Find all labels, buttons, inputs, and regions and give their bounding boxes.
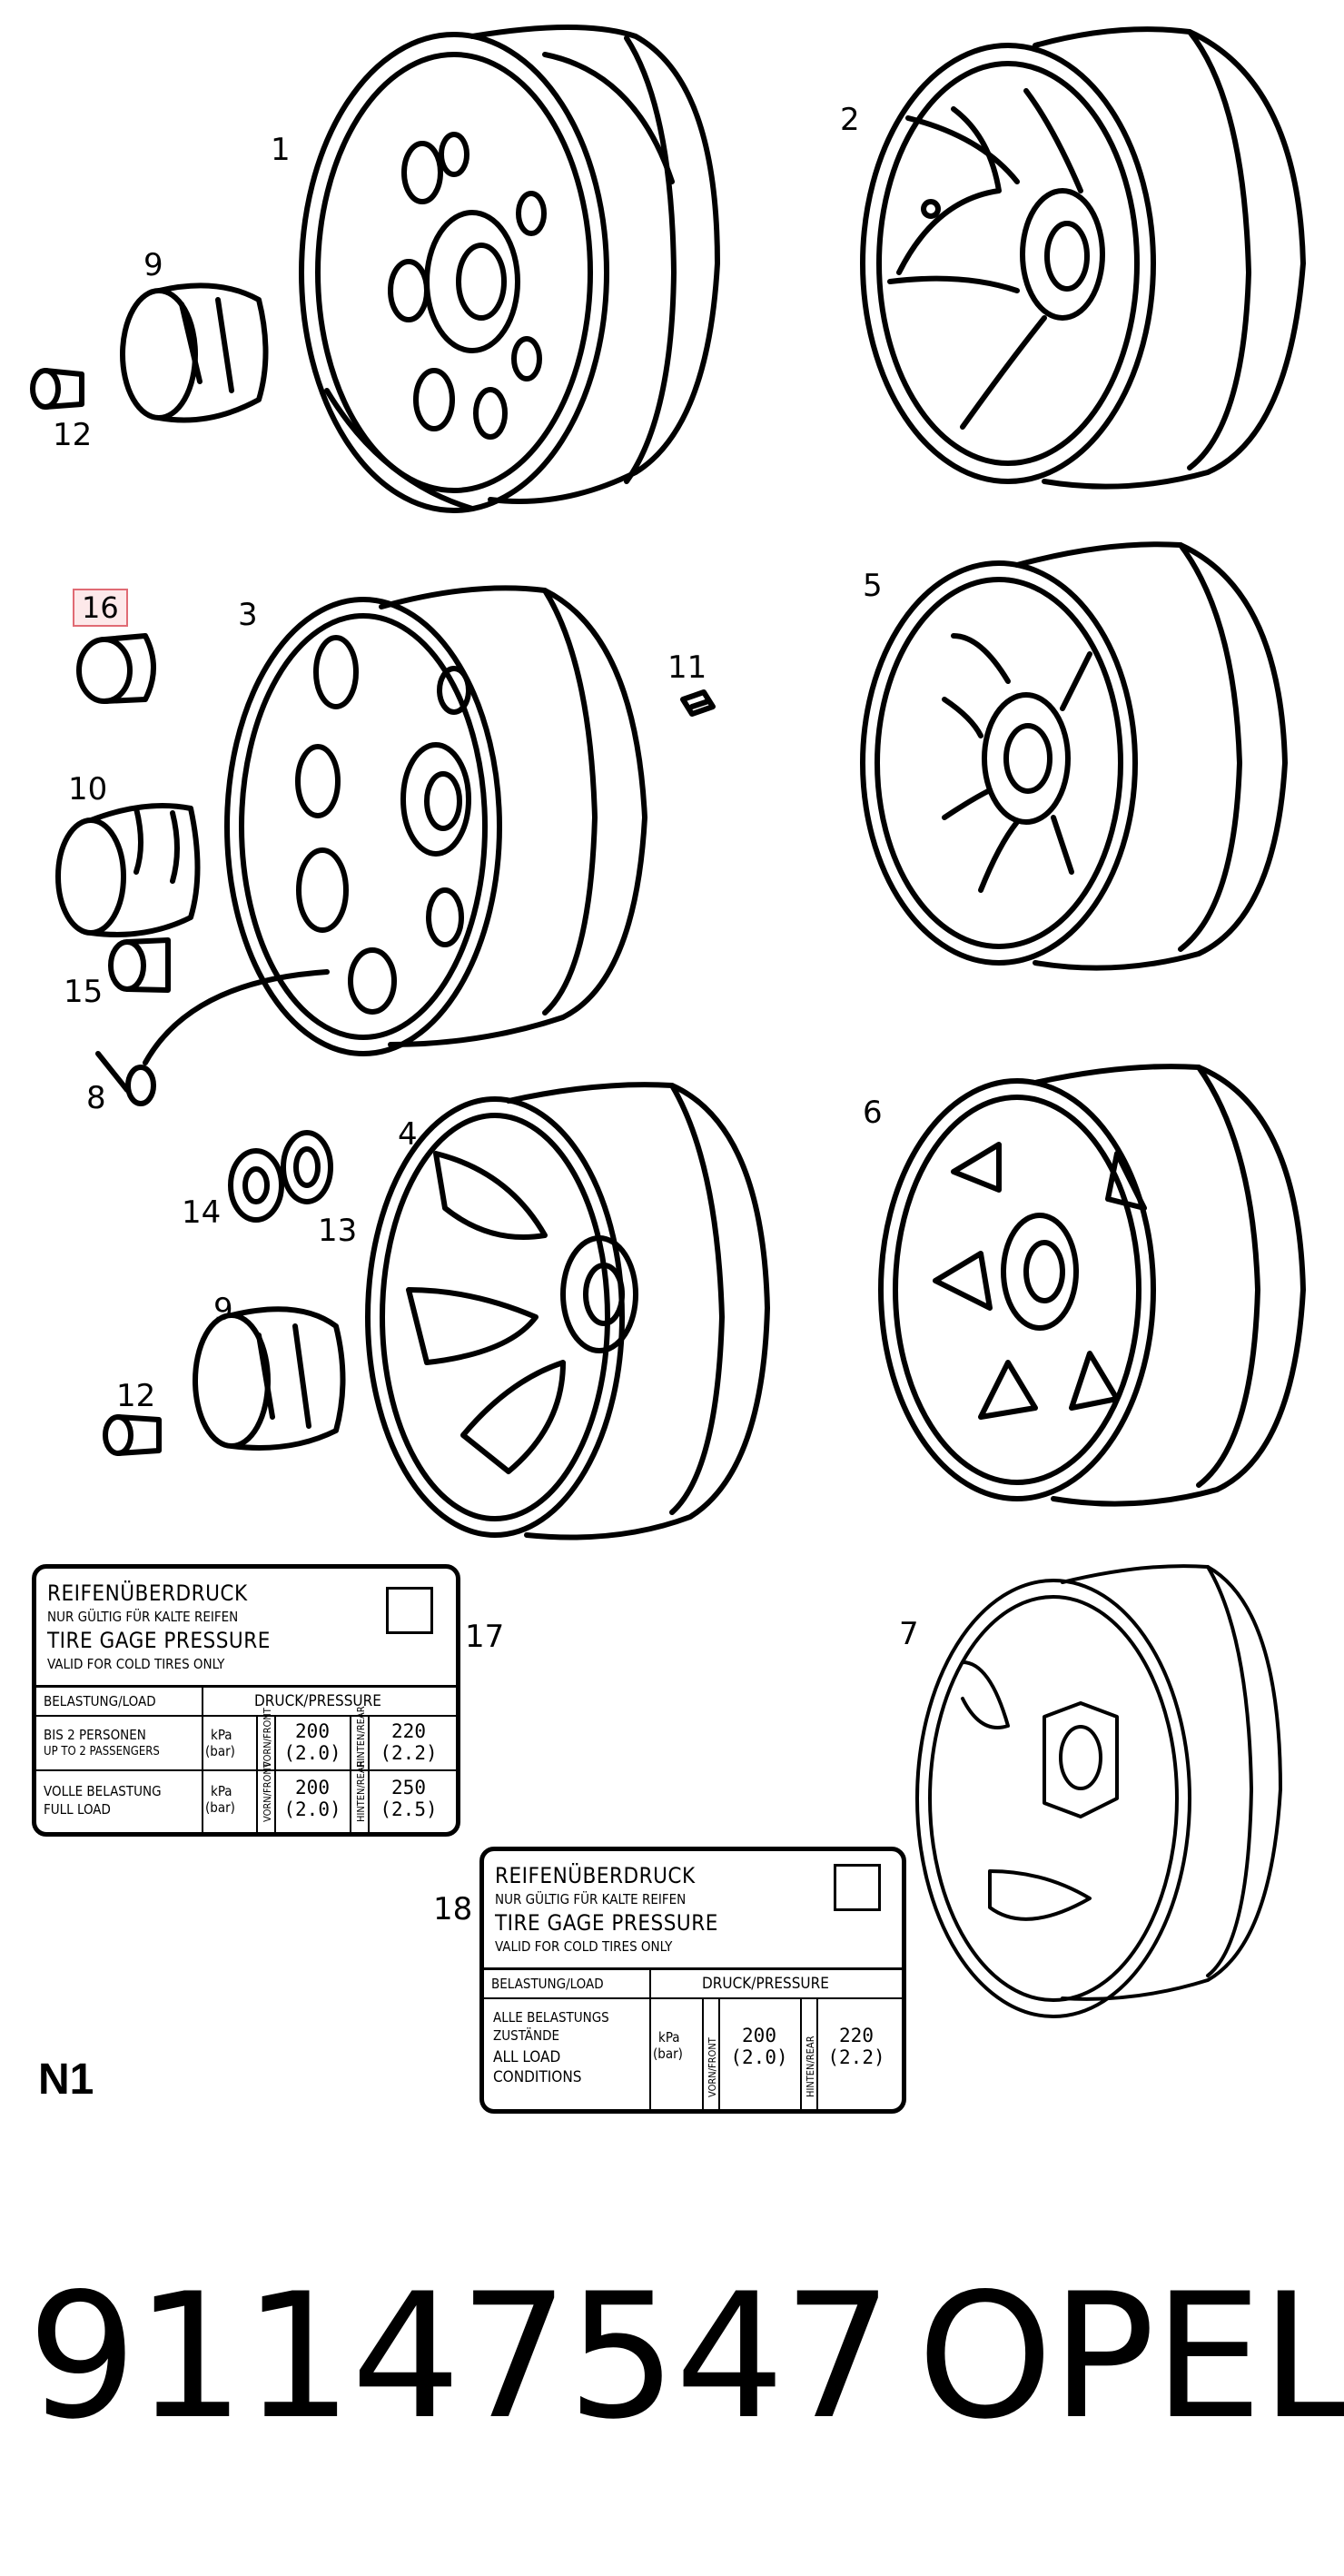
callout-16[interactable]: 16 <box>73 589 128 627</box>
callout-2: 2 <box>840 102 860 138</box>
row1-rear: 220 <box>391 1720 426 1742</box>
rear-pressure: 220 <box>839 2025 874 2046</box>
front-pressure: 200 <box>742 2025 776 2046</box>
row1-load-de: BIS 2 PERSONEN <box>44 1727 146 1743</box>
rear-label-row2: HINTEN/REAR <box>355 1760 367 1822</box>
front-label: VORN/FRONT <box>707 2037 718 2097</box>
tire-pressure-label-17: REIFENÜBERDRUCK NUR GÜLTIG FÜR KALTE REI… <box>32 1564 460 1837</box>
callout-4: 4 <box>398 1116 418 1153</box>
row2-rear-bar: (2.5) <box>380 1798 438 1820</box>
checkbox-square <box>386 1587 433 1634</box>
col-load-header: BELASTUNG/LOAD <box>491 1976 604 1992</box>
title-de: REIFENÜBERDRUCK <box>495 1863 696 1888</box>
callout-18: 18 <box>433 1891 473 1927</box>
callout-11: 11 <box>667 649 707 686</box>
wheel-2 <box>860 26 1306 490</box>
subtitle-en: VALID FOR COLD TIRES ONLY <box>495 1938 673 1955</box>
row-unit-bar: (bar) <box>653 2046 683 2062</box>
callout-9-bottom: 9 <box>213 1292 233 1328</box>
callout-14: 14 <box>182 1194 222 1231</box>
callout-15: 15 <box>64 974 104 1010</box>
row1-unit-bar: (bar) <box>205 1743 235 1759</box>
hub-cap-10 <box>55 803 201 937</box>
row-load-2: ZUSTÄNDE <box>493 2027 560 2044</box>
bolt-11 <box>680 689 716 717</box>
callout-8: 8 <box>86 1080 106 1116</box>
callout-13: 13 <box>318 1213 358 1249</box>
label-header: REIFENÜBERDRUCK NUR GÜLTIG FÜR KALTE REI… <box>495 1862 811 1957</box>
row1-load-en: UP TO 2 PASSENGERS <box>44 1745 160 1759</box>
washer-13 <box>281 1130 333 1204</box>
title-en: TIRE GAGE PRESSURE <box>47 1628 271 1653</box>
row1-front-bar: (2.0) <box>283 1742 341 1764</box>
wheel-7 <box>915 1564 1282 2018</box>
hub-cap-9-bottom <box>193 1306 346 1451</box>
pressure-table: BELASTUNG/LOAD DRUCK/PRESSURE BIS 2 PERS… <box>36 1685 456 1832</box>
label-header: REIFENÜBERDRUCK NUR GÜLTIG FÜR KALTE REI… <box>47 1580 365 1674</box>
bolt-12-bottom <box>103 1414 162 1456</box>
callout-3: 3 <box>238 597 258 633</box>
hub-cap-9-top <box>120 282 269 423</box>
callout-7: 7 <box>899 1616 919 1652</box>
callout-10: 10 <box>68 771 108 807</box>
row2-rear: 250 <box>391 1777 426 1798</box>
subtitle-de: NUR GÜLTIG FÜR KALTE REIFEN <box>495 1891 687 1907</box>
callout-12-top: 12 <box>53 417 93 453</box>
row2-front-bar: (2.0) <box>283 1798 341 1820</box>
row-load-4: CONDITIONS <box>493 2068 582 2086</box>
section-code: N1 <box>38 2056 94 2104</box>
rear-label: HINTEN/REAR <box>805 2036 816 2097</box>
rear-pressure-bar: (2.2) <box>827 2046 885 2068</box>
subtitle-de: NUR GÜLTIG FÜR KALTE REIFEN <box>47 1609 239 1625</box>
front-label-row2: VORN/FRONT <box>262 1762 273 1822</box>
col-pressure-header: DRUCK/PRESSURE <box>702 1975 829 1993</box>
wheel-4 <box>365 1082 770 1541</box>
title-de: REIFENÜBERDRUCK <box>47 1580 248 1606</box>
wheel-1 <box>299 25 720 513</box>
callout-17: 17 <box>465 1619 505 1655</box>
row-unit: kPa <box>658 2029 680 2046</box>
tire-pressure-label-18: REIFENÜBERDRUCK NUR GÜLTIG FÜR KALTE REI… <box>479 1847 906 2114</box>
callout-9-top: 9 <box>143 247 163 283</box>
row2-front: 200 <box>295 1777 330 1798</box>
pressure-table: BELASTUNG/LOAD DRUCK/PRESSURE ALLE BELAS… <box>484 1967 902 2109</box>
callout-1: 1 <box>271 132 291 168</box>
front-pressure-bar: (2.0) <box>730 2046 788 2068</box>
nut-15 <box>108 937 171 993</box>
callout-5: 5 <box>863 568 883 604</box>
title-en: TIRE GAGE PRESSURE <box>495 1910 718 1936</box>
bolt-12-top <box>30 368 84 410</box>
row-load-1: ALLE BELASTUNGS <box>493 2009 609 2026</box>
row2-unit: kPa <box>211 1783 232 1799</box>
nut-16 <box>76 633 156 704</box>
valve-8 <box>95 969 330 1106</box>
callout-12-bottom: 12 <box>116 1378 156 1414</box>
subtitle-en: VALID FOR COLD TIRES ONLY <box>47 1656 225 1672</box>
wheel-6 <box>878 1064 1306 1507</box>
callout-6: 6 <box>863 1095 883 1131</box>
col-pressure-header: DRUCK/PRESSURE <box>254 1692 381 1710</box>
row2-load-en: FULL LOAD <box>44 1801 111 1818</box>
brand-name: OPEL <box>917 2256 1344 2457</box>
col-load-header: BELASTUNG/LOAD <box>44 1693 156 1709</box>
washer-14 <box>228 1148 284 1223</box>
wheel-3 <box>224 585 647 1056</box>
wheel-5 <box>860 541 1288 971</box>
front-label: VORN/FRONT <box>262 1708 273 1768</box>
checkbox-square <box>834 1864 881 1911</box>
row1-unit: kPa <box>211 1727 232 1743</box>
part-number: 91147547 <box>27 2256 893 2457</box>
row-load-3: ALL LOAD <box>493 2048 561 2066</box>
row1-front: 200 <box>295 1720 330 1742</box>
row2-load-de: VOLLE BELASTUNG <box>44 1783 162 1799</box>
row2-unit-bar: (bar) <box>205 1799 235 1816</box>
row1-rear-bar: (2.2) <box>380 1742 438 1764</box>
